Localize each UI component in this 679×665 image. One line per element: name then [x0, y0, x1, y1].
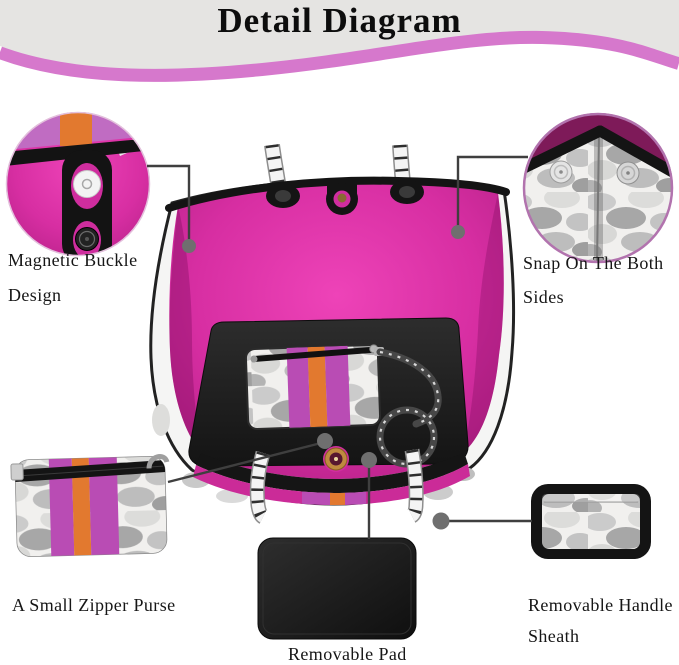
clip-loop-icon: [146, 454, 170, 469]
front-rope-left: [249, 450, 271, 524]
callout-dots: [182, 225, 465, 530]
callout-dot-zipper-purse: [317, 433, 333, 449]
circle-ring: [5, 111, 151, 257]
label-magnetic-buckle: Magnetic Buckle Design: [8, 250, 137, 320]
callout-dot-handle-sheath: [432, 512, 450, 530]
callout-dot-removable-pad: [361, 452, 377, 468]
snap-sides-photo: [522, 112, 674, 264]
label-line: Removable Pad: [288, 644, 407, 664]
label-line: Sheath: [528, 626, 580, 646]
circle-ring: [522, 112, 674, 264]
label-line: Magnetic Buckle: [8, 250, 138, 270]
magnet-button-icon: [73, 170, 101, 198]
label-line: Removable Handle: [528, 595, 673, 615]
front-rope-right: [404, 448, 424, 523]
label-removable-pad: Removable Pad: [288, 644, 407, 665]
callout-dot-magnetic-buckle: [182, 239, 196, 253]
ribbon-wave: [0, 29, 679, 82]
callout-line-magnetic-buckle: [147, 164, 191, 240]
label-zipper-purse: A Small Zipper Purse: [12, 595, 176, 616]
handle-sheath-photo: [531, 484, 651, 559]
label-snap-sides: Snap On The Both Sides: [523, 253, 664, 321]
label-handle-sheath: Removable Handle Sheath: [528, 595, 673, 657]
magnetic-buckle-photo: [5, 111, 151, 257]
page-title: Detail Diagram: [217, 1, 462, 40]
removable-pad-photo: [257, 537, 417, 640]
label-line: A Small Zipper Purse: [12, 595, 176, 615]
callout-dot-snap-sides: [451, 225, 465, 239]
callout-connectors: [147, 155, 532, 539]
label-line: Snap On The Both: [523, 253, 664, 273]
label-line: Sides: [523, 287, 565, 307]
inner-purse: [244, 344, 382, 430]
zipper-pull-icon: [10, 463, 24, 481]
front-brass-snap-icon: [323, 446, 349, 472]
label-line: Design: [8, 285, 62, 305]
bag-rim-trim: [165, 176, 510, 212]
header-banner: [0, 0, 679, 82]
inner-purse-zipper: [251, 346, 372, 363]
callout-line-zipper-purse: [167, 440, 326, 484]
callout-line-snap-sides: [456, 155, 528, 226]
tote-bag-photo: [149, 143, 516, 524]
zipper-purse-photo: [10, 454, 170, 557]
header-gray-area: [0, 0, 679, 69]
